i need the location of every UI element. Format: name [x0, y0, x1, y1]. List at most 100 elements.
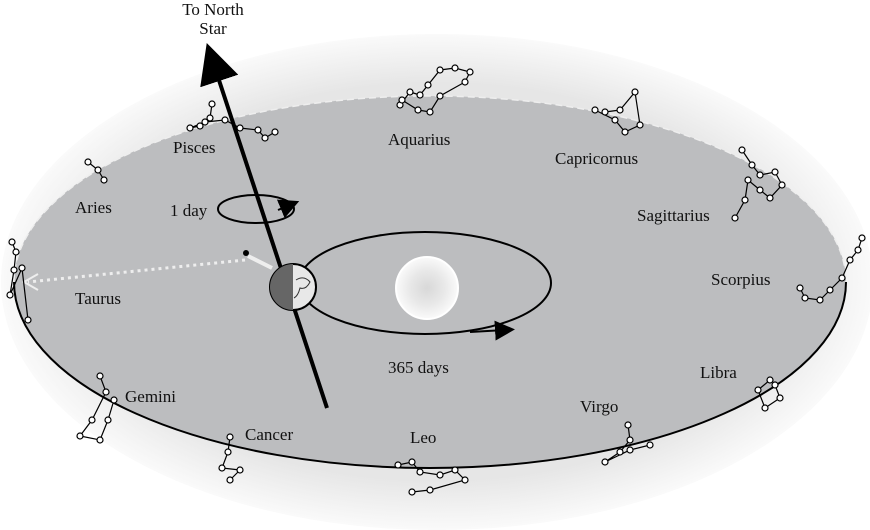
label-taurus: Taurus: [75, 289, 122, 308]
star: [436, 471, 444, 479]
star: [451, 64, 459, 72]
star: [766, 194, 774, 202]
star: [616, 448, 624, 456]
star: [801, 294, 809, 302]
earth-axis: [200, 43, 329, 409]
star: [416, 91, 424, 99]
ecliptic-far-half: [13, 95, 847, 283]
star: [436, 66, 444, 74]
star: [616, 106, 624, 114]
star: [406, 88, 414, 96]
star: [6, 291, 14, 299]
star: [426, 486, 434, 494]
rotation-arrow: [276, 199, 300, 219]
star: [624, 421, 632, 429]
observer-figure: [243, 250, 273, 270]
star: [236, 124, 244, 132]
star: [591, 106, 599, 114]
sun: [395, 256, 459, 320]
star: [104, 416, 112, 424]
star: [461, 476, 469, 484]
star: [224, 448, 232, 456]
star: [754, 386, 762, 394]
star: [408, 458, 416, 466]
label-sagittarius: Sagittarius: [637, 206, 710, 225]
star: [741, 196, 749, 204]
star: [254, 126, 262, 134]
star: [748, 161, 756, 169]
star: [436, 92, 444, 100]
constellation-stars: [6, 64, 866, 496]
star: [84, 158, 92, 166]
star: [756, 171, 764, 179]
star: [271, 128, 279, 136]
star: [208, 100, 216, 108]
star: [110, 396, 118, 404]
star: [426, 108, 434, 116]
label-virgo: Virgo: [580, 397, 619, 416]
star: [102, 388, 110, 396]
star: [756, 186, 764, 194]
label-aries: Aries: [75, 198, 112, 217]
star: [226, 476, 234, 484]
star: [424, 81, 432, 89]
star: [621, 128, 629, 136]
earth: [269, 263, 317, 311]
label-scorpius: Scorpius: [711, 270, 771, 289]
star: [854, 246, 862, 254]
star: [94, 166, 102, 174]
star: [18, 264, 26, 272]
star: [601, 108, 609, 116]
star: [461, 78, 469, 86]
star: [96, 372, 104, 380]
label-leo: Leo: [410, 428, 437, 447]
star: [731, 214, 739, 222]
star: [10, 266, 18, 274]
label-pisces: Pisces: [173, 138, 216, 157]
star: [846, 256, 854, 264]
orbit-label: 365 days: [388, 358, 449, 377]
star: [646, 441, 654, 449]
star: [601, 458, 609, 466]
star: [226, 433, 234, 441]
star: [408, 488, 416, 496]
star: [236, 466, 244, 474]
star: [196, 122, 204, 130]
star: [416, 468, 424, 476]
star: [796, 284, 804, 292]
dotted-sightline-arrow: [27, 258, 246, 284]
star: [778, 181, 786, 189]
star: [466, 68, 474, 76]
star: [414, 106, 422, 114]
star: [451, 466, 459, 474]
star: [738, 146, 746, 154]
star: [771, 168, 779, 176]
star: [96, 436, 104, 444]
star: [24, 316, 32, 324]
star: [76, 432, 84, 440]
star: [12, 248, 20, 256]
label-cancer: Cancer: [245, 425, 294, 444]
star: [218, 464, 226, 472]
label-gemini: Gemini: [125, 387, 176, 406]
star: [611, 116, 619, 124]
star: [761, 404, 769, 412]
star: [744, 176, 752, 184]
star: [816, 296, 824, 304]
label-aquarius: Aquarius: [388, 130, 451, 149]
constellation-line: [734, 149, 783, 219]
star: [221, 116, 229, 124]
star: [838, 274, 846, 282]
star: [858, 234, 866, 242]
star: [186, 124, 194, 132]
star: [261, 134, 269, 142]
star: [626, 446, 634, 454]
star: [201, 118, 209, 126]
rotation-label: 1 day: [170, 201, 208, 220]
star: [8, 238, 16, 246]
star: [766, 376, 774, 384]
star: [776, 394, 784, 402]
